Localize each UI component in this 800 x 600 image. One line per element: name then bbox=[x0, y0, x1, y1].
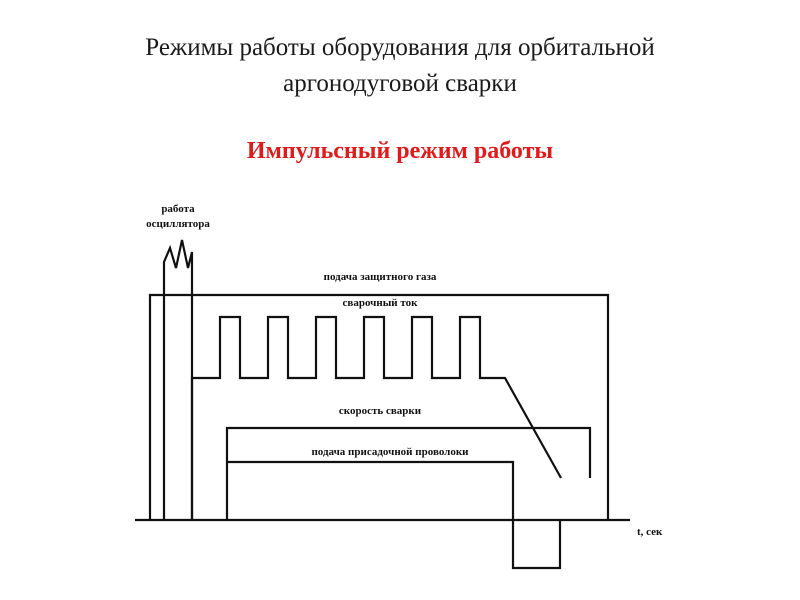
wire-label: подача присадочной проволоки bbox=[311, 446, 469, 458]
title-line-2: аргонодуговой сварки bbox=[283, 70, 517, 97]
welding-current-signal bbox=[190, 315, 562, 520]
welding-speed-signal bbox=[225, 426, 592, 520]
filler-wire-signal bbox=[227, 460, 562, 570]
page-title: Режимы работы оборудования для орбитальн… bbox=[0, 30, 800, 102]
gas-label: подача защитного газа bbox=[324, 271, 437, 283]
current-label: сварочный ток bbox=[343, 297, 419, 309]
shielding-gas-signal bbox=[148, 293, 610, 520]
oscillator-label-line-1: работа bbox=[161, 203, 195, 215]
title-line-1: Режимы работы оборудования для орбитальн… bbox=[145, 34, 655, 61]
oscillator-signal bbox=[162, 239, 194, 520]
oscillator-label-line-2: осциллятора bbox=[146, 218, 210, 230]
speed-label: скорость сварки bbox=[339, 405, 422, 417]
page-subtitle: Импульсный режим работы bbox=[246, 138, 554, 164]
axis-label: t, сек bbox=[637, 526, 663, 538]
